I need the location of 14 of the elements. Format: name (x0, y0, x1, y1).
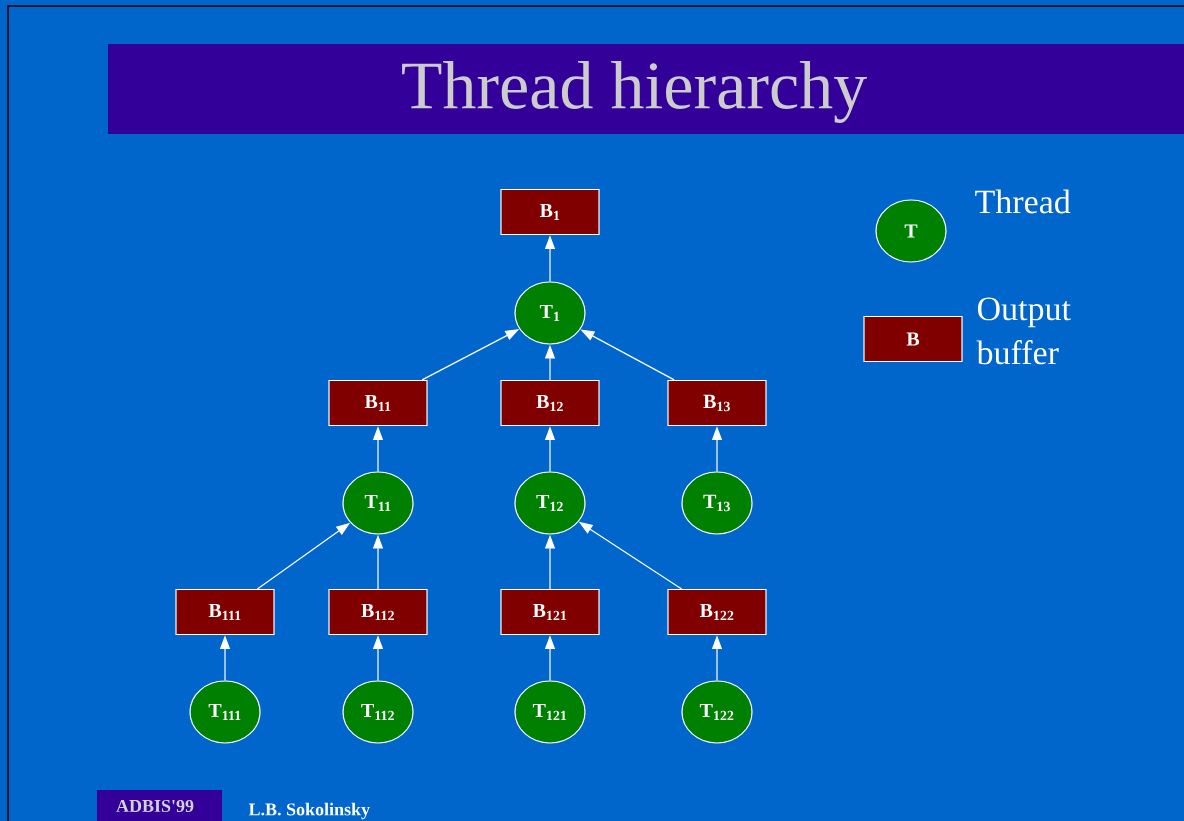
title-banner: Thread hierarchy (108, 44, 1184, 134)
buffer-box: B$_{12}$ (500, 379, 600, 427)
buffer-box: B$_{13}$ (667, 379, 767, 427)
node-caption: Output buffer (976, 297, 1071, 365)
buffer-box: B$_{122}$ (667, 588, 767, 636)
buffer-box: B$_{112}$ (328, 588, 428, 636)
buffer-box: B$_{111}$ (175, 588, 275, 636)
node-caption: Thread (975, 189, 1071, 214)
buffer-box: B (863, 315, 963, 363)
conference-tag: ADBIS'99 (97, 790, 222, 821)
buffer-box: B$_{121}$ (500, 588, 600, 636)
buffer-box: B$_{1}$ (500, 188, 600, 236)
buffer-box: B$_{11}$ (328, 379, 428, 427)
author-name: L.B. Sokolinsky (248, 802, 370, 820)
